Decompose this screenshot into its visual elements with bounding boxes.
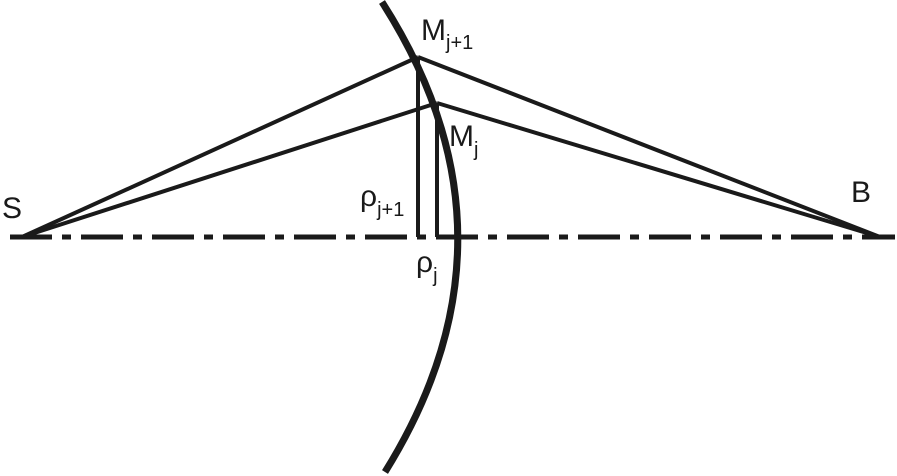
label-rho-sub: j bbox=[432, 265, 437, 287]
label-m-sub: j bbox=[473, 139, 478, 161]
label-rho-main: ρ bbox=[416, 246, 433, 279]
label-m-main: M bbox=[449, 120, 474, 153]
ray-mj-to-b bbox=[436, 101, 881, 239]
label-m: Mj bbox=[449, 120, 478, 161]
label-rho-next-sub: j+1 bbox=[376, 199, 404, 221]
label-m-next-sub: j+1 bbox=[445, 32, 473, 54]
label-m-next-main: M bbox=[421, 14, 446, 47]
label-rho-next-main: ρ bbox=[360, 180, 377, 213]
label-rho-next: ρj+1 bbox=[360, 180, 404, 221]
ray-s-to-mj bbox=[21, 101, 438, 239]
label-m-next: Mj+1 bbox=[421, 14, 473, 54]
label-rho: ρj bbox=[416, 246, 438, 287]
ray-s-to-mj1 bbox=[21, 55, 419, 239]
ray-mj1-to-b bbox=[417, 55, 881, 239]
label-s: S bbox=[2, 192, 22, 225]
label-b: B bbox=[851, 176, 871, 209]
